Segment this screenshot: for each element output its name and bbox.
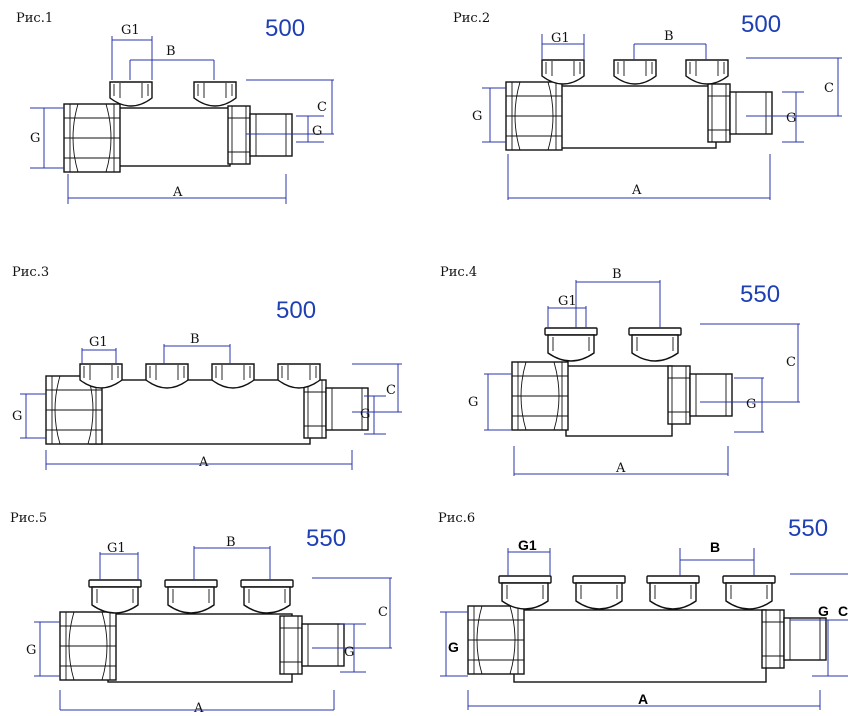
figure-4-label-a: A: [615, 461, 626, 476]
figure-6-dimensions: [440, 548, 848, 710]
figure-2-label-g1: G1: [551, 31, 570, 46]
figure-2-drawing: [505, 59, 773, 151]
figure-5-label-a: A: [193, 701, 204, 716]
figure-4-label-c: C: [786, 355, 796, 370]
figure-3-drawing: [45, 363, 369, 445]
figure-1-label-b: B: [166, 44, 176, 59]
figure-1-label-g: G: [30, 131, 40, 146]
figure-2-label-b: B: [664, 29, 674, 44]
figure-1-label-c: C: [317, 100, 327, 115]
figure-2-dimensions: [482, 34, 842, 200]
figure-5-drawing: [59, 579, 345, 683]
figure-6-label-a: A: [638, 691, 648, 707]
figure-5: Рис.5 550 G1 B C G G A: [10, 511, 392, 716]
figure-6: Рис.6 550 G1 B C G G A: [438, 511, 848, 710]
figure-5-label-c: C: [378, 605, 388, 620]
figure-2-price: 500: [741, 11, 781, 38]
figure-4-label-g1: G1: [558, 294, 577, 309]
figure-4-label-g-right: G: [746, 397, 756, 412]
figure-5-price: 550: [306, 525, 346, 552]
figure-1-label-a: A: [172, 185, 183, 200]
figure-4-drawing: [511, 327, 733, 437]
figure-1-price: 500: [265, 15, 305, 42]
figure-5-label-g: G: [26, 643, 36, 658]
figure-1-drawing: [63, 81, 293, 173]
figure-3-label-a: A: [198, 455, 209, 470]
figure-1-label-g1: G1: [121, 23, 140, 38]
figure-2: Рис.2 500 G1 B C G G A: [453, 11, 842, 200]
figure-4: Рис.4 550 G1 B C G G A: [440, 265, 800, 476]
figure-2-label-c: C: [824, 81, 834, 96]
figure-6-title: Рис.6: [438, 511, 475, 526]
figure-2-label-g: G: [472, 109, 482, 124]
figure-5-dimensions: [34, 546, 392, 711]
figure-1-title: Рис.1: [16, 11, 53, 26]
figure-3-dimensions: [20, 344, 402, 470]
figure-5-title: Рис.5: [10, 511, 47, 526]
figure-6-label-c: C: [838, 603, 848, 619]
figure-5-label-g-right: G: [344, 645, 354, 660]
figure-6-label-g-right: G: [818, 603, 829, 619]
figure-3-label-g: G: [12, 409, 22, 424]
figure-1-label-g-right: G: [312, 124, 322, 139]
figure-3-label-c: C: [386, 383, 396, 398]
figure-6-price: 550: [788, 515, 828, 542]
figure-5-label-g1: G1: [107, 541, 126, 556]
figure-5-label-b: B: [226, 535, 236, 550]
figure-1-dimensions: [30, 36, 334, 204]
figure-6-drawing: [467, 575, 827, 683]
figure-6-label-b: B: [710, 539, 720, 555]
figure-4-price: 550: [740, 281, 780, 308]
figure-4-label-b: B: [612, 267, 622, 282]
figure-6-label-g1: G1: [518, 537, 537, 553]
figure-3-label-g-right: G: [360, 407, 370, 422]
figure-2-title: Рис.2: [453, 11, 490, 26]
figure-3-label-g1: G1: [89, 335, 108, 350]
figure-4-label-g: G: [468, 395, 478, 410]
figure-2-label-g-right: G: [786, 111, 796, 126]
figure-6-label-g: G: [448, 639, 459, 655]
figure-3: Рис.3 500 G1 B C G G A: [12, 265, 402, 470]
figure-3-price: 500: [276, 297, 316, 324]
figure-4-dimensions: [484, 280, 800, 476]
figure-3-title: Рис.3: [12, 265, 49, 280]
figure-1: Рис.1 500 G1 B C G G A: [16, 11, 334, 204]
figure-3-label-b: B: [190, 332, 200, 347]
figure-4-title: Рис.4: [440, 265, 477, 280]
figure-2-label-a: A: [631, 183, 642, 198]
